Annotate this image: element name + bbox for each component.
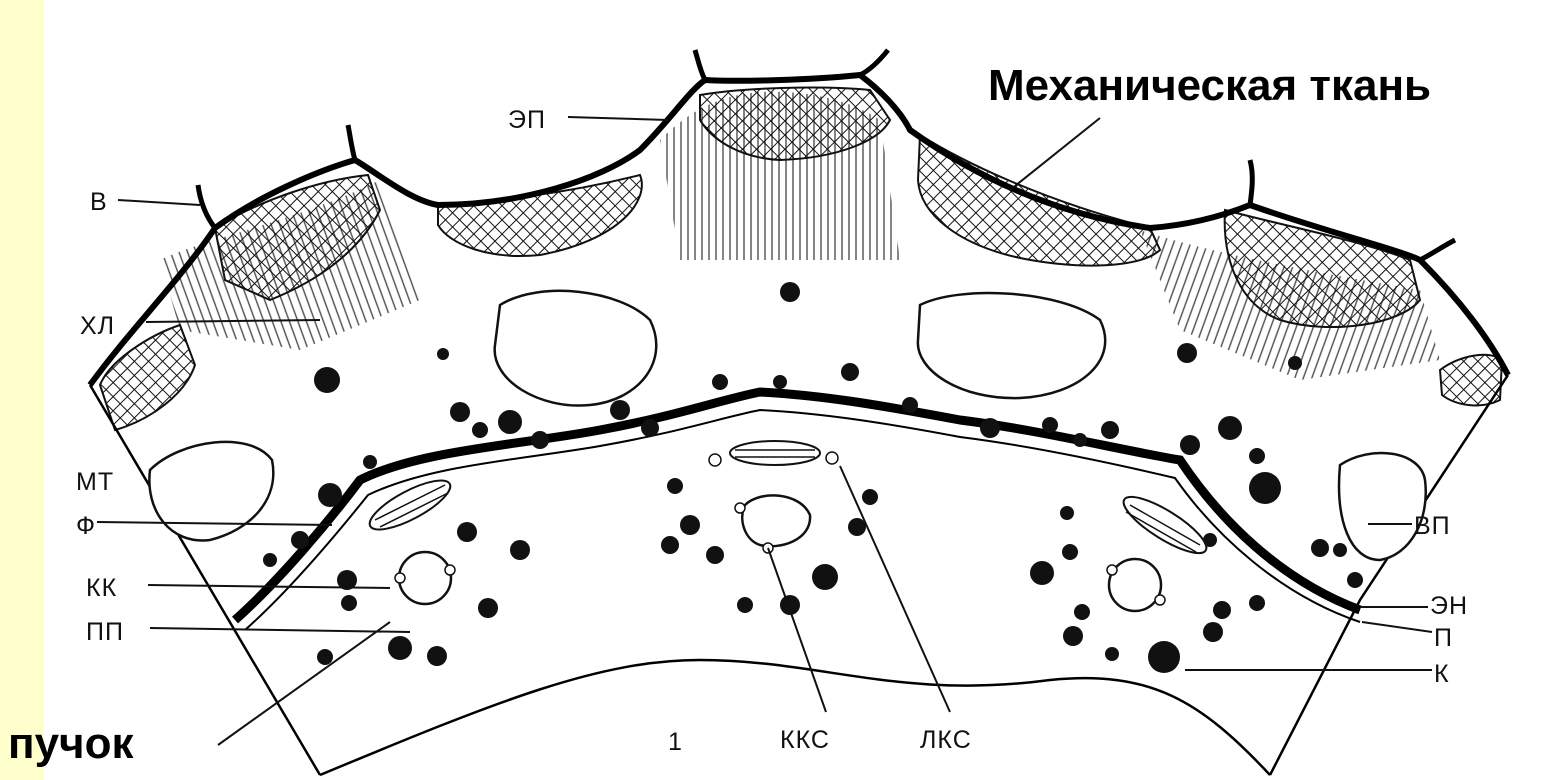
label-k: К — [1434, 660, 1450, 688]
label-kks: ККС — [780, 726, 830, 754]
figure-number: 1 — [668, 728, 683, 756]
vascular-bundle-center — [709, 441, 838, 553]
label-f: Ф — [76, 512, 96, 540]
label-pp: ПП — [86, 618, 124, 646]
label-p: П — [1434, 624, 1453, 652]
label-en: ЭН — [1430, 592, 1468, 620]
label-vp: ВП — [1414, 512, 1451, 540]
label-khl: ХЛ — [80, 312, 115, 340]
label-lks: ЛКС — [920, 726, 972, 754]
label-kk: КК — [86, 574, 117, 602]
label-v: В — [90, 188, 108, 216]
label-ep: ЭП — [508, 106, 546, 134]
label-mt: МТ — [76, 468, 114, 496]
title-mechanical-tissue: Механическая ткань — [988, 61, 1431, 110]
label-bundle: пучок — [8, 719, 134, 768]
starch-grains — [263, 282, 1363, 673]
